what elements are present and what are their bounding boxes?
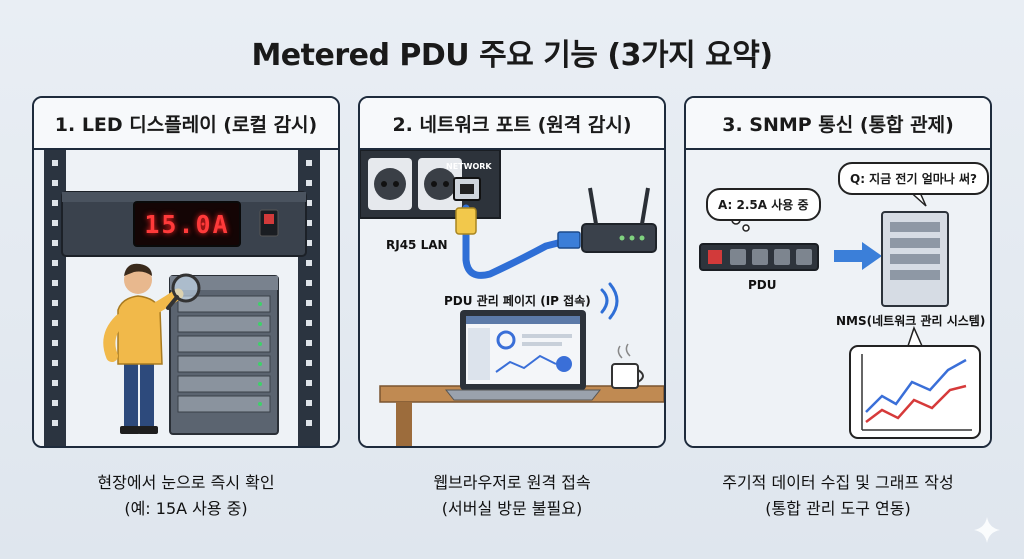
panel-2-heading: 2. 네트워크 포트 (원격 감시)	[360, 98, 664, 150]
data-flow-arrow-icon	[834, 242, 882, 270]
led-readout-value: 15.0A	[144, 209, 230, 239]
panel-3-caption-line1: 주기적 데이터 수집 및 그래프 작성	[722, 473, 954, 492]
answer-bubble: A: 2.5A 사용 중	[706, 188, 821, 221]
rj45-lan-label: RJ45 LAN	[386, 238, 448, 252]
nms-label: NMS(네트워크 관리 시스템)	[836, 314, 986, 328]
led-rack-scene	[34, 150, 338, 446]
panel-1-heading: 1. LED 디스플레이 (로컬 감시)	[34, 98, 338, 150]
panel-1-caption-line1: 현장에서 눈으로 즉시 확인	[97, 473, 275, 492]
pdu-label: PDU	[748, 278, 777, 292]
panel-1-caption-line2: (예: 15A 사용 중)	[124, 499, 248, 518]
panel-2-illustration: NETWORK RJ45 LAN PDU 관리 페이지 (IP 접속)	[360, 150, 664, 446]
nms-server-icon	[881, 211, 949, 307]
wifi-icon	[600, 282, 619, 320]
panel-led-display: 1. LED 디스플레이 (로컬 감시)	[32, 96, 340, 448]
laptop-icon	[444, 310, 602, 401]
question-bubble: Q: 지금 전기 얼마나 써?	[838, 162, 989, 195]
panel-3-heading: 3. SNMP 통신 (통합 관제)	[686, 98, 990, 150]
lan-cable	[462, 204, 574, 279]
panel-1-illustration: 15.0A	[34, 150, 338, 446]
pdu-device-icon	[699, 243, 819, 271]
router-icon	[581, 187, 657, 253]
panel-2-caption-line1: 웹브라우저로 원격 접속	[433, 473, 591, 492]
panel-3-illustration: Q: 지금 전기 얼마나 써? A: 2.5A 사용 중 PDU NMS(네트워…	[686, 150, 990, 446]
panel-network-port: 2. 네트워크 포트 (원격 감시)	[358, 96, 666, 448]
network-port-label: NETWORK	[446, 162, 492, 171]
panel-3-caption-line2: (통합 관리 도구 연동)	[765, 499, 911, 518]
panel-2-caption: 웹브라우저로 원격 접속 (서버실 방문 불필요)	[358, 470, 666, 522]
rack-rail-left	[44, 150, 66, 446]
coffee-mug-icon	[611, 343, 644, 389]
magnifying-glass-icon	[166, 273, 201, 310]
led-display-window	[133, 201, 241, 247]
pdu-webpage-label: PDU 관리 페이지 (IP 접속)	[444, 294, 591, 308]
panel-snmp: 3. SNMP 통신 (통합 관제)	[684, 96, 992, 448]
server-rack-icon	[169, 275, 279, 435]
panel-2-caption-line2: (서버실 방문 불필요)	[441, 499, 583, 518]
panel-1-caption: 현장에서 눈으로 즉시 확인 (예: 15A 사용 중)	[32, 470, 340, 522]
sparkle-icon	[974, 517, 1000, 543]
page-title: Metered PDU 주요 기능 (3가지 요약)	[251, 38, 773, 73]
network-scene	[360, 150, 664, 446]
panel-3-caption: 주기적 데이터 수집 및 그래프 작성 (통합 관리 도구 연동)	[684, 470, 992, 522]
trend-graph-icon	[849, 345, 981, 439]
